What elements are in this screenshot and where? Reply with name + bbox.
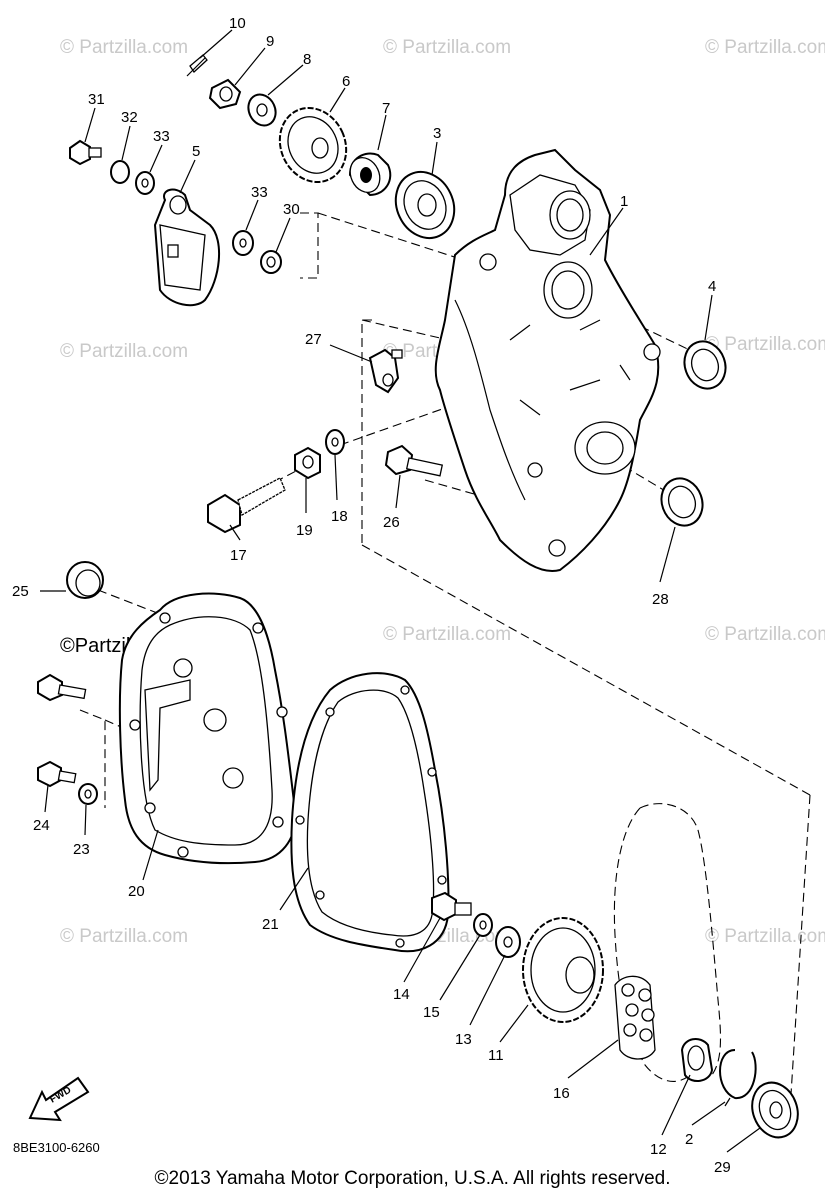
parts: FWD [28, 54, 799, 1139]
watermark: © Partzilla.com [705, 926, 825, 947]
nut [260, 250, 282, 274]
callout-3: 3 [433, 125, 441, 142]
bolt [37, 760, 77, 788]
cap [66, 561, 104, 599]
grease-nipple [368, 348, 403, 394]
callout-7: 7 [382, 100, 390, 117]
bearing [751, 1081, 799, 1139]
watermark-layer: © Partzilla.com © Partzilla.com © Partzi… [60, 37, 825, 947]
callout-19: 19 [296, 522, 313, 539]
collar [348, 152, 392, 197]
callout-29: 29 [714, 1159, 731, 1176]
callout-12: 12 [650, 1141, 667, 1158]
callout-10: 10 [229, 15, 246, 32]
bolt [384, 444, 444, 477]
callout-6: 6 [342, 73, 350, 90]
sprocket [522, 917, 604, 1023]
nut [208, 78, 242, 110]
callout-20: 20 [128, 883, 145, 900]
callout-4: 4 [708, 278, 716, 295]
watermark: © Partzilla.com [383, 624, 511, 645]
oil-seal [683, 340, 727, 390]
callout-23: 23 [73, 841, 90, 858]
callout-1: 1 [620, 193, 628, 210]
diagram-code: 8BE3100-6260 [13, 1140, 100, 1155]
callout-14: 14 [393, 986, 410, 1003]
watermark: © Partzilla.com [705, 624, 825, 645]
watermark: © Partzilla.com [383, 37, 511, 58]
callout-25: 25 [12, 583, 29, 600]
callout-16: 16 [553, 1085, 570, 1102]
washer [247, 93, 277, 127]
watermark: © Partzilla.com [60, 926, 188, 947]
callout-24: 24 [33, 817, 50, 834]
watermark: © Partzilla.com [705, 37, 825, 58]
callout-17: 17 [230, 547, 247, 564]
cotter-pin [186, 54, 208, 77]
gear-case-cover [434, 148, 661, 572]
chain [614, 975, 656, 1060]
callout-11: 11 [488, 1047, 504, 1064]
watermark: © Partzilla.com [705, 334, 825, 355]
chain-case-cover [118, 592, 297, 865]
callout-9: 9 [266, 33, 274, 50]
callout-27: 27 [305, 331, 322, 348]
callout-8: 8 [303, 51, 311, 68]
circlip [719, 1049, 757, 1107]
callout-31: 31 [88, 91, 105, 108]
callout-28: 28 [652, 591, 669, 608]
leader-lines [40, 29, 761, 1153]
chain-tensioner [153, 188, 221, 307]
callout-2: 2 [685, 1131, 693, 1148]
watermark: © Partzilla.com [60, 341, 188, 362]
watermark: © Partzilla.com [60, 37, 188, 58]
fwd-arrow-icon: FWD [28, 1076, 90, 1122]
copyright-notice: ©2013 Yamaha Motor Corporation, U.S.A. A… [154, 1168, 671, 1189]
callout-5: 5 [192, 143, 200, 160]
callout-18: 18 [331, 508, 348, 525]
callout-33: 33 [153, 128, 170, 145]
washer [110, 160, 130, 184]
callout-13: 13 [455, 1031, 472, 1048]
callout-33: 33 [251, 184, 268, 201]
callout-21: 21 [262, 916, 279, 933]
callout-30: 30 [283, 201, 300, 218]
collar [680, 1038, 714, 1082]
bearing [394, 170, 456, 240]
bolt [69, 139, 102, 166]
callout-32: 32 [121, 109, 138, 126]
callout-26: 26 [383, 514, 400, 531]
bolt [207, 477, 286, 534]
sprocket [278, 107, 348, 183]
bolt [431, 891, 472, 922]
callout-15: 15 [423, 1004, 440, 1021]
bolt [37, 673, 87, 702]
nut [294, 446, 321, 480]
oil-seal [660, 477, 704, 527]
gasket [290, 672, 450, 953]
callout-labels: 10 9 8 6 7 3 31 32 33 5 33 30 1 4 27 28 … [12, 15, 731, 1176]
